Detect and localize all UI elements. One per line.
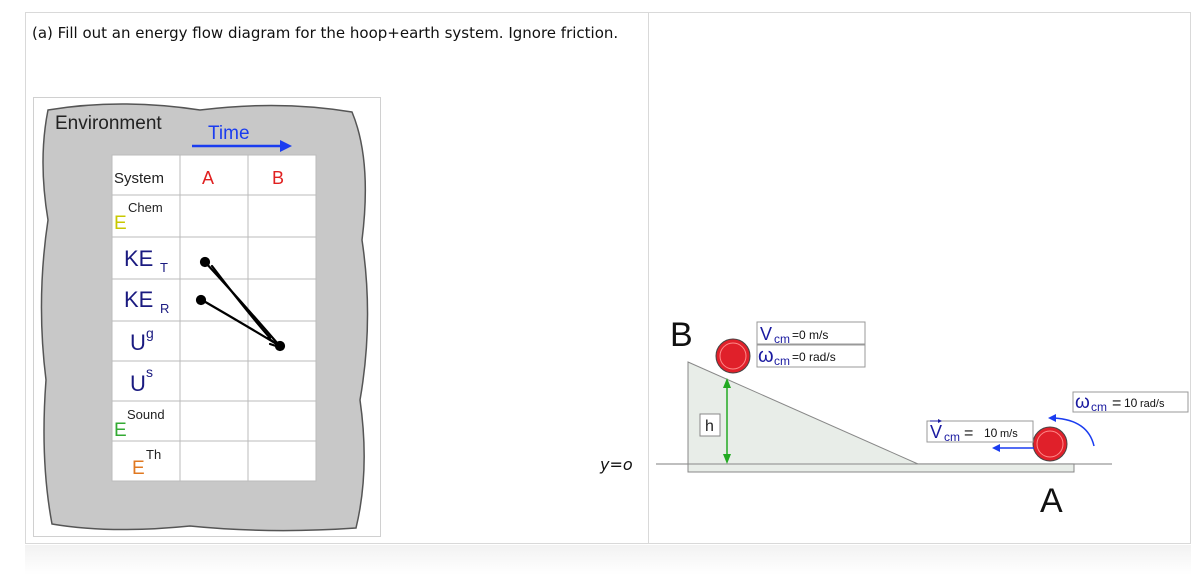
row-label-base: E	[114, 420, 127, 441]
velocity-box-a	[926, 420, 1034, 443]
vcm-unit-a: m/s	[1000, 428, 1018, 440]
rotation-arrow	[1048, 414, 1095, 447]
row-label-sup: Th	[146, 447, 161, 462]
row-u-s: U s	[130, 364, 153, 396]
row-label-base: E	[132, 458, 145, 479]
wcm-symbol-a: ω	[1075, 392, 1090, 413]
height-label-box	[699, 413, 721, 437]
column-divider	[648, 12, 649, 544]
wcm-sub-a: cm	[1091, 400, 1107, 414]
vcm-value-b: =0 m/s	[792, 328, 828, 342]
vcm-sub-a: cm	[944, 430, 960, 444]
row-label-sup: Chem	[128, 200, 163, 215]
row-e-chem: E Chem	[114, 200, 163, 234]
point-a-label: A	[1040, 482, 1063, 520]
point-b-label: B	[670, 316, 693, 354]
row-label-sup: g	[146, 325, 154, 341]
row-e-th: E Th	[132, 447, 161, 479]
wcm-unit-a: rad/s	[1140, 398, 1165, 410]
header-a: A	[202, 168, 214, 188]
environment-label: Environment	[55, 113, 162, 134]
row-label-sub: T	[160, 260, 168, 275]
content-frame	[25, 12, 1191, 544]
velocity-box-b	[756, 321, 866, 368]
ball-at-a	[1032, 426, 1068, 462]
row-label-base: KE	[124, 246, 153, 271]
vcm-eq-a: =	[964, 425, 973, 442]
wcm-sub-b: cm	[774, 354, 790, 368]
bottom-shadow	[25, 545, 1191, 575]
row-label-base: KE	[124, 287, 153, 312]
vcm-symbol-a: V	[930, 422, 942, 442]
handwritten-ground-label: y=o	[599, 455, 633, 474]
row-label-sup: s	[146, 364, 153, 380]
vcm-symbol-b: V	[760, 324, 772, 344]
row-u-g: U g	[130, 325, 154, 355]
row-label-base: U	[130, 330, 146, 355]
height-arrow	[723, 378, 731, 464]
time-arrow	[192, 140, 292, 152]
omega-box-a	[1072, 391, 1189, 413]
row-ke-r: KE R	[124, 287, 169, 316]
vcm-value-a: 10	[984, 426, 998, 440]
wcm-symbol-b: ω	[758, 345, 774, 367]
energy-table	[111, 154, 317, 482]
wcm-eq-a: =	[1112, 395, 1121, 412]
ball-at-b	[715, 338, 751, 374]
wcm-value-a: 10	[1124, 396, 1138, 410]
wcm-value-b: =0 rad/s	[792, 350, 836, 364]
row-e-sound: E Sound	[114, 407, 165, 441]
row-label-sup: Sound	[127, 407, 165, 422]
header-system: System	[114, 170, 164, 187]
vector-arrow-icon	[930, 419, 942, 423]
header-b: B	[272, 168, 284, 188]
question-text: (a) Fill out an energy flow diagram for …	[32, 24, 619, 42]
handwritten-flow-arrows	[195, 256, 286, 352]
ground-slab	[687, 463, 1075, 473]
incline	[687, 361, 919, 465]
row-ke-t: KE T	[124, 246, 168, 275]
time-label: Time	[208, 123, 250, 144]
vcm-sub-b: cm	[774, 332, 790, 346]
row-label-sub: R	[160, 301, 169, 316]
row-label-base: U	[130, 371, 146, 396]
velocity-arrow-a	[992, 444, 1034, 452]
row-label-base: E	[114, 213, 127, 234]
height-label: h	[705, 418, 714, 435]
